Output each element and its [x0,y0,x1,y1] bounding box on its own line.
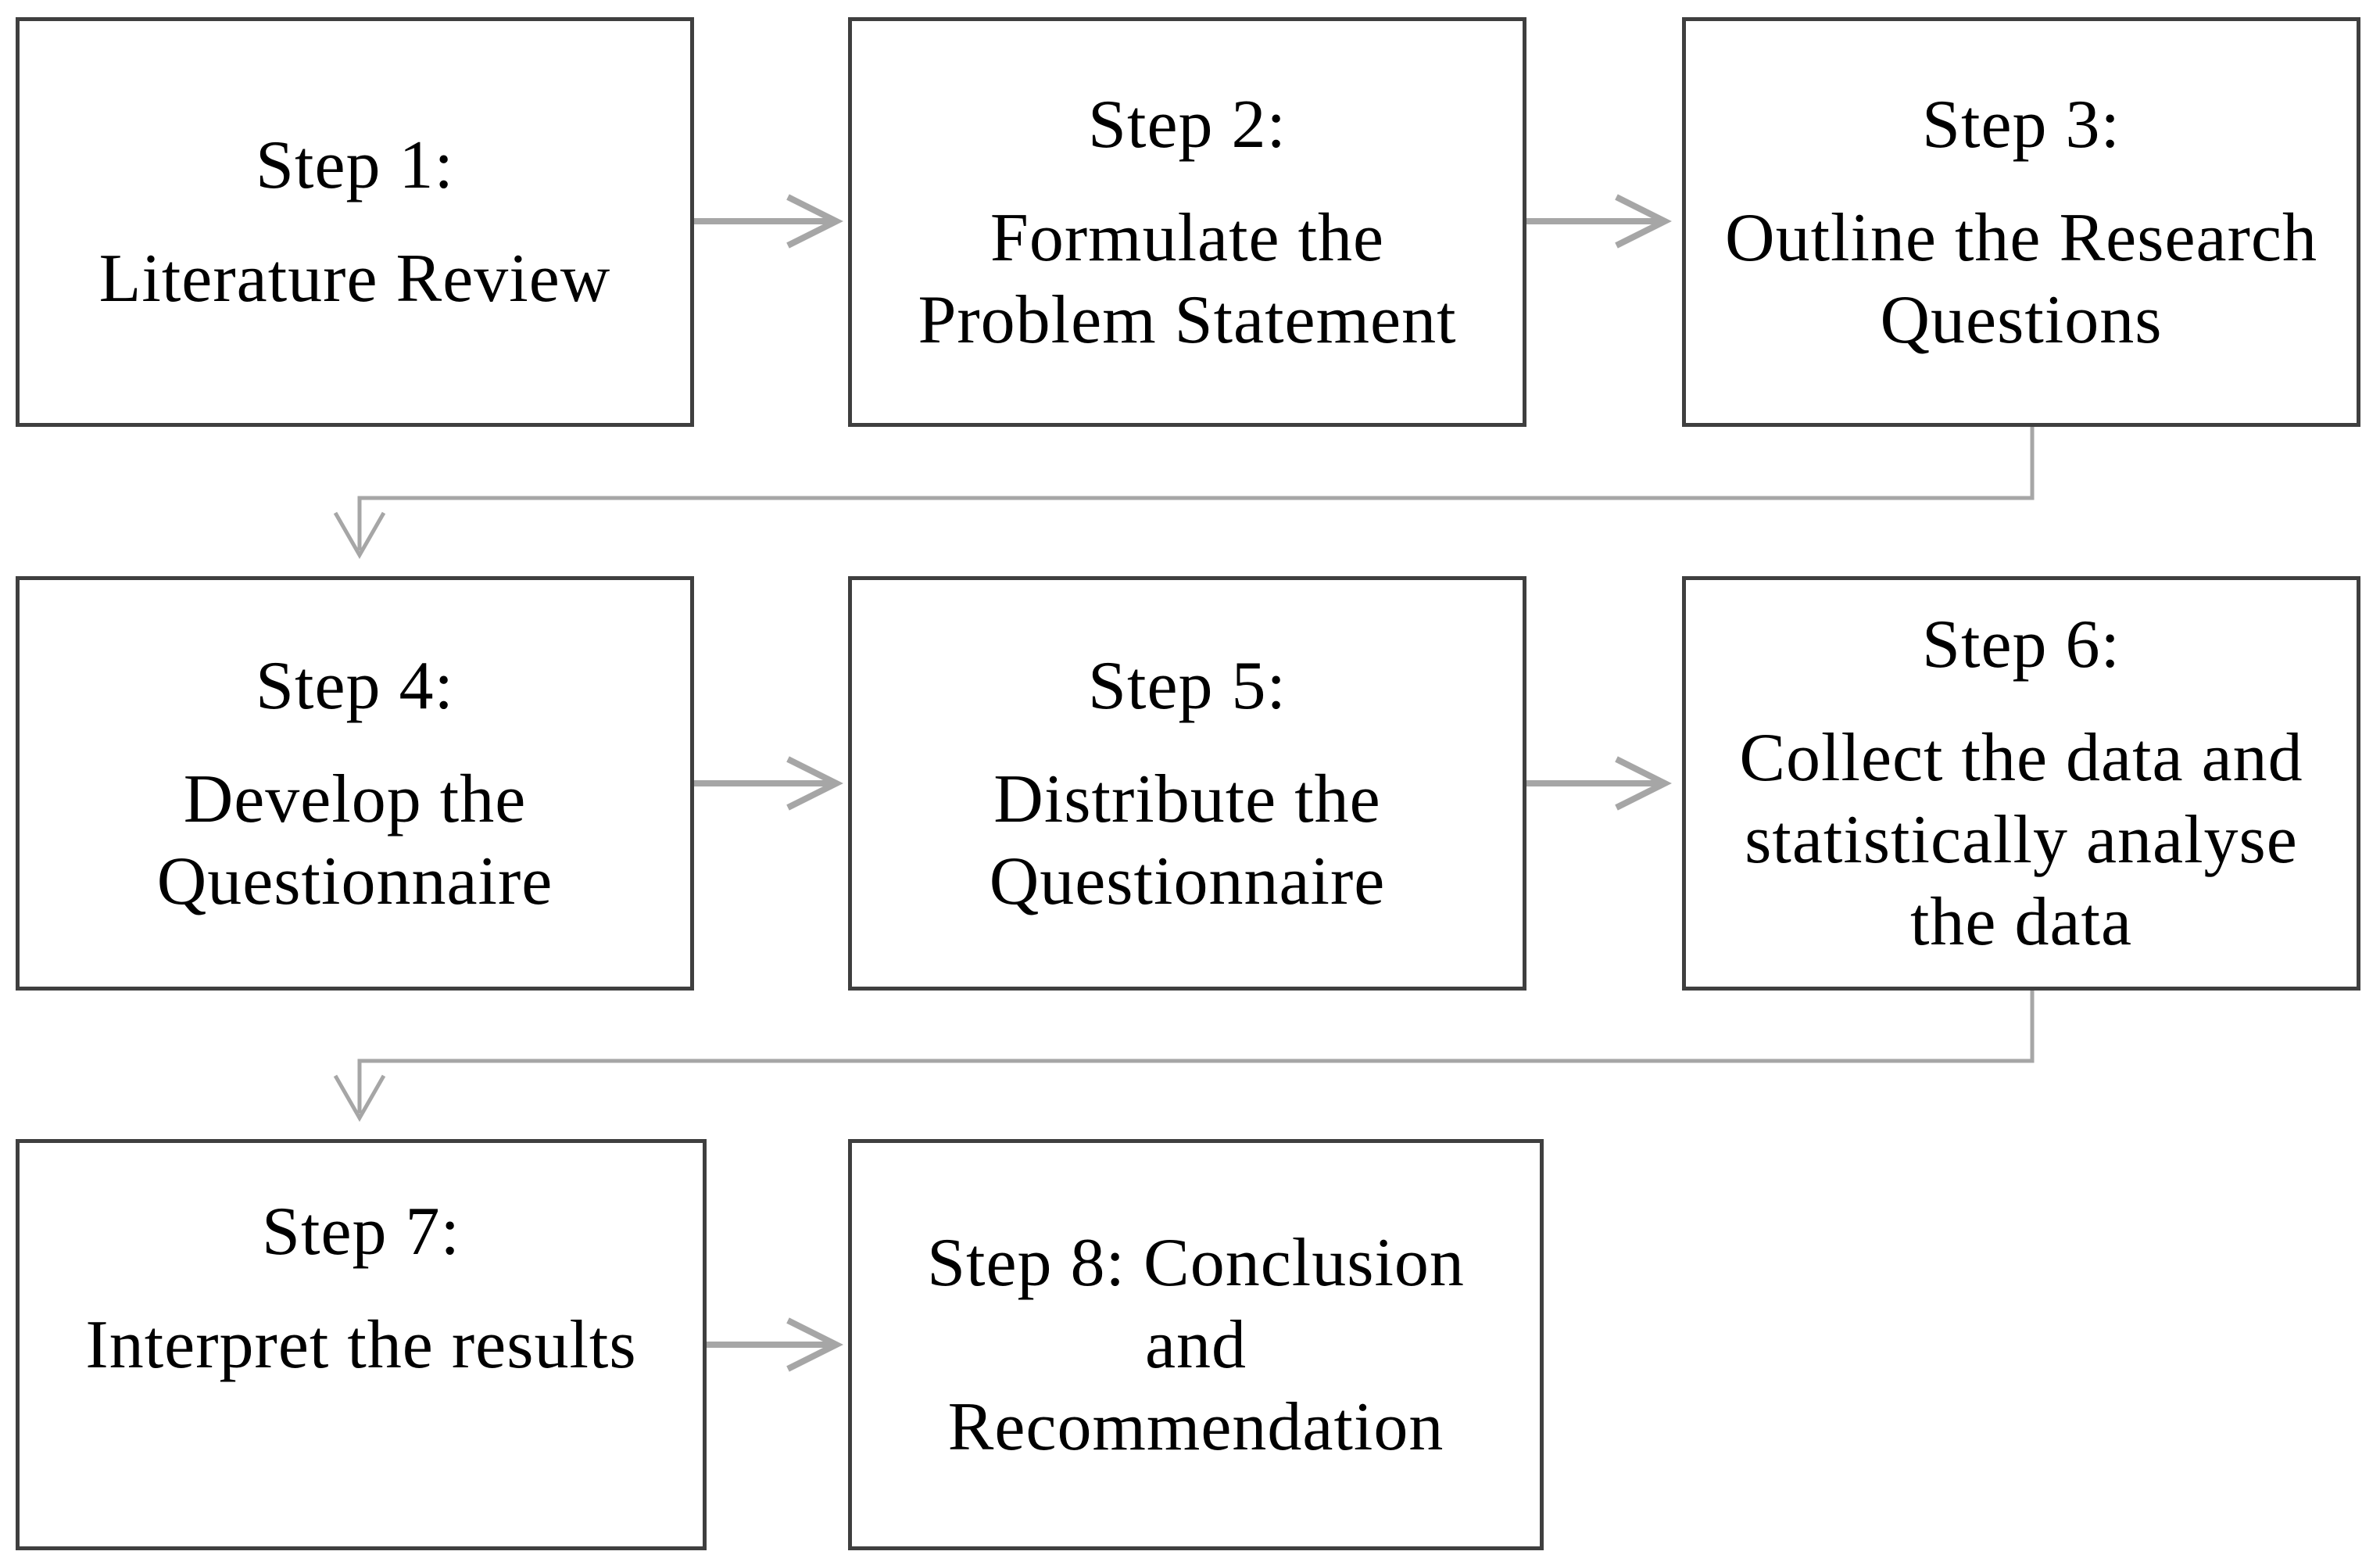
arrow-step5-to-step6 [1526,756,1672,811]
step-3-title: Step 3: [1922,86,2121,163]
step-8-box: Step 8: Conclusion and Recommendation [848,1139,1544,1550]
step-4-title: Step 4: [256,647,454,724]
step-5-box: Step 5: Distribute the Questionnaire [848,576,1526,991]
arrow-step4-to-step5 [694,756,843,811]
step-6-box: Step 6: Collect the data and statistical… [1682,576,2360,991]
step-2-title: Step 2: [1088,86,1287,163]
step-5-title: Step 5: [1088,647,1287,724]
step-1-box: Step 1: Literature Review [16,17,694,427]
step-4-box: Step 4: Develop the Questionnaire [16,576,694,991]
step-7-box: Step 7: Interpret the results [16,1139,707,1550]
step-7-description: Interpret the results [85,1306,637,1383]
step-3-box: Step 3: Outline the Research Questions [1682,17,2360,427]
step-1-title: Step 1: [256,127,454,203]
step-4-description: Develop the Questionnaire [156,761,553,919]
step-6-description: Collect the data and statistically analy… [1739,720,2303,960]
step-5-description: Distribute the Questionnaire [989,761,1386,919]
step-2-box: Step 2: Formulate the Problem Statement [848,17,1526,427]
arrow-step7-to-step8 [707,1317,843,1372]
step-3-description: Outline the Research Questions [1725,199,2317,358]
step-6-title: Step 6: [1922,607,2121,682]
step-2-description: Formulate the Problem Statement [918,199,1457,358]
step-8-text: Step 8: Conclusion and Recommendation [927,1224,1465,1465]
step-1-description: Literature Review [98,241,611,317]
arrow-step1-to-step2 [694,194,843,249]
elbow-arrow-step6-to-step7 [333,991,2035,1123]
arrow-step2-to-step3 [1526,194,1672,249]
step-7-title: Step 7: [262,1193,460,1270]
elbow-arrow-step3-to-step4 [333,427,2035,560]
